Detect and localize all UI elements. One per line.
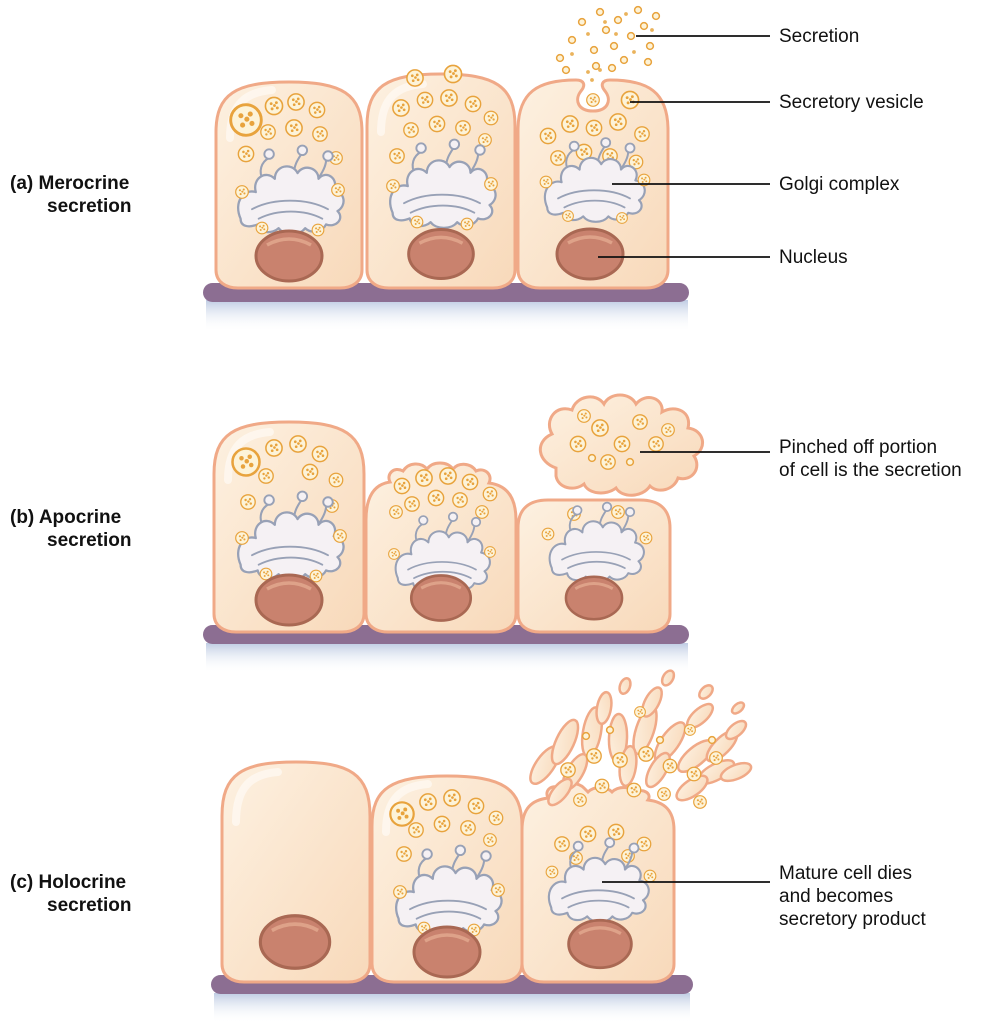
panel-c-holocrine xyxy=(211,669,753,1023)
label-nucleus: Nucleus xyxy=(779,247,848,268)
label-holocrine-note: Mature cell dies and becomes secretory p… xyxy=(779,863,926,930)
merocrine-cell-3 xyxy=(516,78,670,290)
panel-b-apocrine xyxy=(203,393,704,673)
label-golgi-complex: Golgi complex xyxy=(779,174,900,195)
nucleus xyxy=(564,575,624,621)
nucleus xyxy=(258,913,332,971)
nucleus xyxy=(406,227,476,281)
holocrine-cell-2 xyxy=(370,774,524,984)
nucleus xyxy=(412,925,482,979)
panel-a-label: (a) Merocrine secretion xyxy=(10,173,132,217)
merocrine-cell-2 xyxy=(365,64,517,290)
nucleus xyxy=(555,227,625,281)
basal-lamina-b xyxy=(206,643,688,673)
apocrine-cell-3 xyxy=(516,498,672,634)
panel-a-merocrine xyxy=(203,5,689,332)
nucleus xyxy=(254,229,324,283)
panel-c-label: (c) Holocrine secretion xyxy=(10,872,132,916)
panel-b-label: (b) Apocrine secretion xyxy=(10,507,132,551)
nucleus xyxy=(254,573,324,627)
pinched-secretion-blob xyxy=(539,393,704,497)
apocrine-cell-1 xyxy=(212,420,366,634)
secretion-dots xyxy=(555,5,661,82)
label-secretory-vesicle: Secretory vesicle xyxy=(779,92,924,113)
cell-fragments xyxy=(529,669,753,807)
label-secretion: Secretion xyxy=(779,26,860,47)
label-apocrine-note: Pinched off portion of cell is the secre… xyxy=(779,437,962,481)
merocrine-cell-1 xyxy=(214,80,364,290)
basal-lamina-a xyxy=(206,300,688,332)
basal-lamina-c xyxy=(214,993,690,1023)
nucleus xyxy=(409,573,473,623)
apocrine-cell-2 xyxy=(364,461,518,634)
holocrine-cell-1 xyxy=(220,760,372,984)
nucleus xyxy=(566,918,634,970)
leader-lines xyxy=(598,35,770,883)
